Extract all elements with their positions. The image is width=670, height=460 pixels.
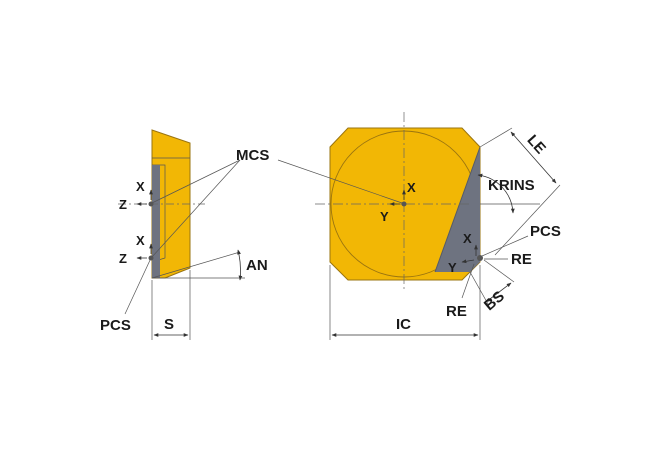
re-bottom-label: RE	[446, 303, 467, 320]
pcs-right-label: PCS	[530, 223, 561, 240]
flank-edge	[434, 146, 481, 273]
an-angle-line	[151, 251, 241, 279]
an-arc	[237, 249, 243, 281]
re-right-label: RE	[511, 251, 532, 268]
bs-ext-right	[483, 259, 515, 283]
side-view: X Z X Z AN S PCS	[100, 129, 268, 340]
pcs-right-leader	[481, 235, 529, 257]
side-z-label-upper: Z	[119, 197, 127, 212]
mcs-leader-side-lower	[151, 159, 241, 258]
side-view-flank	[152, 165, 160, 278]
side-x-label-lower: X	[136, 233, 145, 248]
le-dim-line	[510, 131, 557, 184]
le-label: LE	[524, 132, 549, 158]
top-x-label: X	[407, 180, 416, 195]
top-pcs-x-label: X	[463, 231, 472, 246]
mcs-leader-top	[277, 159, 403, 204]
krins-label: KRINS	[488, 177, 535, 194]
krins-arc	[477, 173, 515, 214]
an-label: AN	[246, 257, 268, 274]
pcs-left-leader	[124, 257, 152, 315]
side-z-label-lower: Z	[119, 251, 127, 266]
top-mcs-origin	[401, 201, 407, 207]
top-view: X Y X Y MCS IC LE KRINS PCS RE	[151, 112, 561, 340]
side-x-label-upper: X	[136, 179, 145, 194]
top-pcs-y-label: Y	[448, 260, 457, 275]
bs-label: BS	[481, 288, 508, 314]
top-pcs-y-arrow	[461, 259, 475, 264]
bs-ext-left	[469, 271, 489, 305]
top-y-label: Y	[380, 209, 389, 224]
ic-label: IC	[396, 316, 411, 333]
s-label: S	[164, 316, 174, 333]
le-ext-top	[479, 127, 513, 148]
top-pcs-origin	[477, 255, 483, 261]
mcs-leader-side-upper	[151, 159, 241, 204]
bs-dim-line	[485, 282, 512, 303]
re-bottom-leader	[461, 263, 475, 299]
mcs-label: MCS	[236, 147, 269, 164]
pcs-left-label: PCS	[100, 317, 131, 334]
le-ext-bottom	[494, 184, 561, 256]
